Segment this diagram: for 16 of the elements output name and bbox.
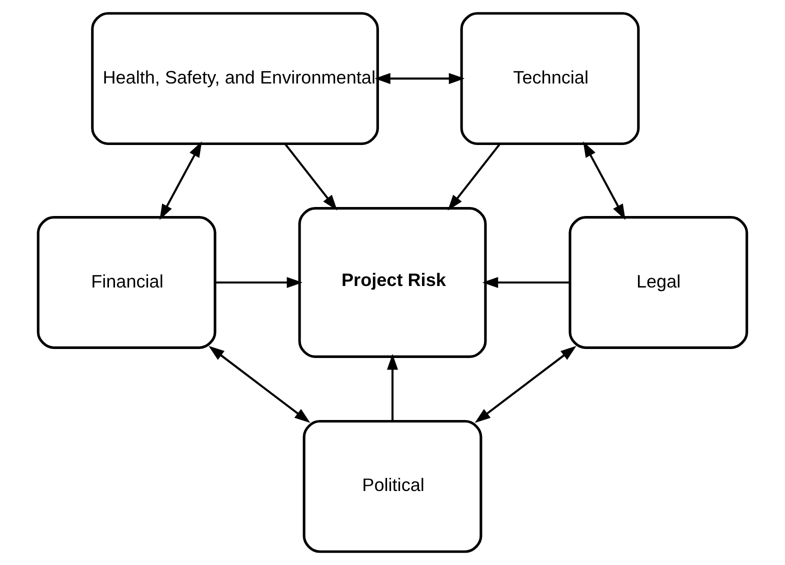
arrow [583, 141, 626, 220]
node-box: Financial [36, 216, 216, 349]
node-box: Techncial [460, 12, 640, 146]
arrow [448, 143, 501, 211]
node-box: Health, Safety, and Environmental [91, 12, 379, 146]
arrow [386, 354, 398, 422]
arrow [215, 276, 303, 288]
arrow [284, 143, 338, 211]
arrow [482, 276, 570, 288]
node-box: Political [302, 420, 482, 553]
arrow [160, 141, 202, 220]
node-box: Legal [568, 216, 748, 349]
arrow [474, 346, 576, 423]
arrow [208, 346, 310, 423]
arrow [374, 73, 465, 84]
node-box: Project Risk [298, 206, 487, 358]
